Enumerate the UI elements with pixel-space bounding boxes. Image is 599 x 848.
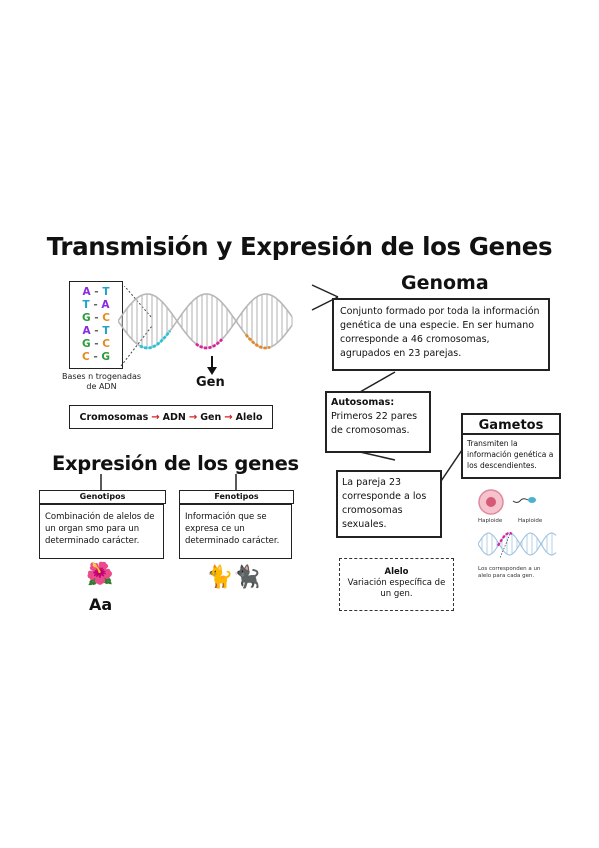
base-left: G [81,312,91,324]
helix-highlight [139,329,172,350]
base-pair-row: G - C [70,312,122,325]
genotipos-box: Combinación de alelos de un organ smo pa… [39,504,164,559]
base-pair-row: C - G [70,351,122,364]
base-pair-row: A - T [70,286,122,299]
base-dash: - [89,299,102,311]
helix-highlight [244,333,271,350]
autosomas-box: Autosomas: Primeros 22 pares de cromosom… [325,391,431,453]
bases-label-line1: Bases n trogenadas [61,372,142,381]
base-dash: - [90,312,103,324]
gametes-illustration [478,489,536,515]
fenotipos-header: Fenotipos [179,490,294,504]
base-dash: - [90,325,103,337]
gamete-dna-icon [478,531,557,559]
base-dash: - [89,351,102,363]
base-pair-row: G - C [70,338,122,351]
pareja23-box: La pareja 23 corresponde a los cromosoma… [336,470,442,538]
chain-item-adn: ADN [162,411,186,423]
zoom-lines [120,286,153,367]
base-left: C [81,351,90,363]
base-right: T [102,325,110,337]
gametos-title: Gametos [461,413,561,435]
arrow-right-icon: → [151,411,160,423]
genotipos-header: Genotipos [39,490,166,504]
helix [118,293,293,350]
alelo-title: Alelo [384,567,409,577]
arrow-right-icon: → [188,411,198,423]
base-right: T [102,286,110,298]
helix-strand [478,532,557,556]
base-dash: - [90,286,103,298]
genoma-box: Conjunto formado por toda la información… [332,298,550,371]
base-pair-row: T - A [70,299,122,312]
sperm-icon [512,497,536,503]
autosomas-label: Autosomas: [331,397,395,408]
fenotipos-box: Información que se expresa ce un determi… [179,504,292,559]
alelo-text: Variación específica de un gen. [347,578,446,599]
helix-strand [478,532,557,556]
hierarchy-chain: Cromosomas → ADN → Gen → Alelo [69,405,273,429]
base-left: A [82,286,91,298]
sperm-label: Haploide [518,518,543,524]
dna-helix-illustration [118,286,293,367]
cats-icon: 🐈🐈‍⬛ [206,565,261,590]
base-right: G [101,351,110,363]
alelo-box: Alelo Variación específica de un gen. [339,558,454,611]
gametos-box: Transmiten la información genética a los… [461,435,561,479]
expresion-heading: Expresión de los genes [52,452,299,475]
gen-arrow-icon [207,356,217,375]
base-right: C [102,338,110,350]
flower-icon: 🌺 [86,562,114,587]
genoma-title: Genoma [401,272,489,294]
arrow-right-icon: → [224,411,233,423]
base-right: A [101,299,110,311]
chain-item-alelo: Alelo [235,411,263,423]
chain-item-gen: Gen [200,411,222,423]
base-dash: - [90,338,103,350]
helix-highlight [195,338,223,350]
page-title: Transmisión y Expresión de los Genes [46,232,553,261]
bases-label: Bases n trogenadas de ADN [44,372,159,392]
autosomas-text: Primeros 22 pares de cromosomas. [331,411,418,436]
gamete-dna-caption: Los corresponden a un alelo para cada ge… [478,566,541,579]
base-left: T [82,299,90,311]
chain-item-cromosomas: Cromosomas [79,411,149,423]
bases-label-line2: de ADN [86,382,117,391]
base-left: A [82,325,91,337]
gen-label: Gen [196,375,225,390]
genotype-aa: Aa [89,595,113,614]
base-right: C [102,312,110,324]
ovule-label: Haploide [478,518,503,524]
ovule-icon [478,489,504,515]
base-pair-row: A - T [70,325,122,338]
base-left: G [81,338,91,350]
